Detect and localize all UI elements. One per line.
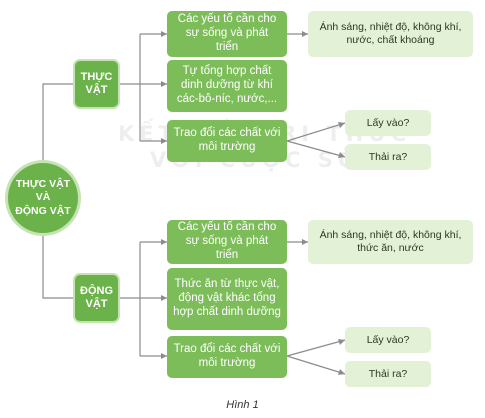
plants-intake-box: Lấy vào?: [345, 110, 431, 136]
arrow-animals-nutrition: [161, 295, 167, 301]
plants-factors-detail-box: Ánh sáng, nhiệt độ, không khí, nước, chấ…: [308, 11, 473, 57]
figure-caption: Hình 1: [226, 399, 259, 411]
arrow-plants-factors-detail: [302, 31, 308, 37]
arrow-plants-output: [338, 152, 345, 158]
root-node: THỰC VẬT VÀ ĐỘNG VẬT: [8, 163, 78, 233]
plants-factors-box: Các yếu tố cần cho sự sống và phát triển: [167, 11, 287, 57]
arrow-plants-intake: [338, 122, 345, 128]
arrow-animals-intake: [338, 339, 345, 345]
arrow-animals-factors: [161, 239, 167, 245]
arrow-plants-nutrition: [161, 81, 167, 87]
plants-node: THỰC VẬT: [75, 61, 118, 107]
connector-root-to-animals: [42, 233, 74, 299]
plants-nutrition-box: Tự tổng hợp chất dinh dưỡng từ khí các-b…: [167, 60, 287, 112]
animals-node: ĐỘNG VẬT: [75, 275, 118, 321]
arrow-plants-factors: [161, 31, 167, 37]
arrow-animals-exchange: [161, 353, 167, 359]
connector-root-to-plants: [42, 83, 74, 163]
connector-animals-exchange-intake: [286, 339, 346, 357]
connector-plants-exchange-output: [286, 140, 346, 158]
animals-factors-box: Các yếu tố cần cho sự sống và phát triển: [167, 220, 287, 264]
plants-exchange-box: Trao đổi các chất với môi trường: [167, 120, 287, 162]
animals-output-box: Thải ra?: [345, 361, 431, 387]
animals-exchange-box: Trao đổi các chất với môi trường: [167, 336, 287, 378]
animals-factors-detail-box: Ánh sáng, nhiệt độ, không khí, thức ăn, …: [308, 220, 473, 264]
animals-intake-box: Lấy vào?: [345, 327, 431, 353]
connector-plants-exchange-intake: [286, 122, 346, 142]
arrow-animals-factors-detail: [302, 239, 308, 245]
plants-output-box: Thải ra?: [345, 144, 431, 170]
arrow-animals-output: [338, 369, 345, 375]
connector-animals-exchange-output: [286, 355, 346, 375]
arrow-plants-exchange: [161, 138, 167, 144]
animals-nutrition-box: Thức ăn từ thực vật, động vật khác tổng …: [167, 268, 287, 330]
